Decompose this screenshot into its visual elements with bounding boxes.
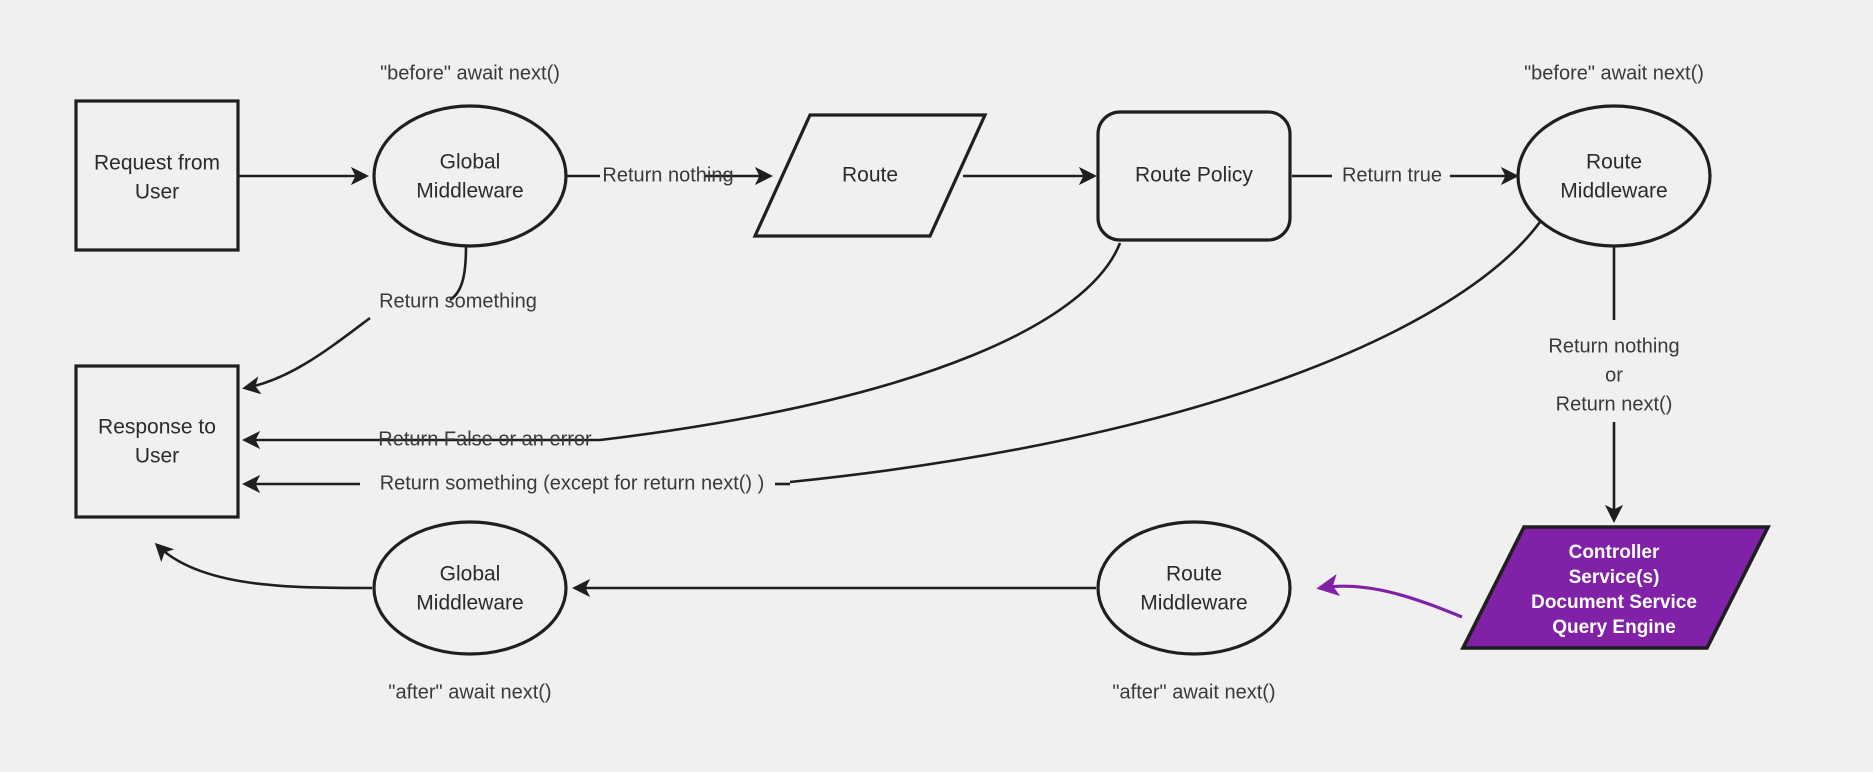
response-to-user-label-line2: User bbox=[135, 445, 179, 468]
route-middleware-top-label-line2: Middleware bbox=[1560, 180, 1667, 203]
node-route[interactable]: Route bbox=[752, 113, 988, 238]
controller-services-label-line2: Service(s) bbox=[1569, 567, 1660, 588]
edge-label-return-nothing-or-next-line2: or bbox=[1605, 364, 1623, 386]
annotation-before-await-next-right: "before" await next() bbox=[1524, 62, 1704, 84]
edge-label-return-something-except: Return something (except for return next… bbox=[380, 472, 765, 494]
route-policy-label: Route Policy bbox=[1135, 164, 1253, 187]
node-route-policy[interactable]: Route Policy bbox=[1096, 110, 1292, 242]
global-middleware-bottom-shape bbox=[372, 520, 568, 656]
edge-route-policy-return-false-curve bbox=[599, 242, 1122, 442]
edge-controller-to-route-middleware-bottom bbox=[1316, 574, 1463, 619]
global-middleware-bottom-label-line1: Global bbox=[440, 563, 501, 586]
global-middleware-top-label-line2: Middleware bbox=[416, 180, 523, 203]
edge-global-middleware-return-something-lower bbox=[242, 316, 371, 395]
edge-label-return-nothing-or-next-line1: Return nothing bbox=[1548, 335, 1679, 357]
route-middleware-bottom-label-line2: Middleware bbox=[1140, 592, 1247, 615]
request-from-user-label-line2: User bbox=[135, 181, 179, 204]
route-policy-shape bbox=[1096, 110, 1292, 242]
edge-global-middleware-bottom-to-response bbox=[154, 542, 373, 590]
node-route-middleware-top[interactable]: Route Middleware bbox=[1516, 104, 1712, 248]
edge-label-return-nothing: Return nothing bbox=[602, 164, 733, 186]
annotation-before-await-next-left: "before" await next() bbox=[380, 62, 560, 84]
route-shape bbox=[752, 113, 988, 238]
response-to-user-label-line1: Response to bbox=[98, 416, 216, 439]
node-response-to-user[interactable]: Response to User bbox=[74, 364, 240, 519]
global-middleware-bottom-label-line2: Middleware bbox=[416, 592, 523, 615]
request-from-user-shape bbox=[74, 99, 240, 252]
node-route-middleware-bottom[interactable]: Route Middleware bbox=[1096, 520, 1292, 656]
controller-services-label-line3: Document Service bbox=[1531, 592, 1697, 613]
node-controller-services[interactable]: Controller Service(s) Document Service Q… bbox=[1460, 525, 1771, 650]
edge-label-return-false-or-error: Return False or an error bbox=[378, 428, 592, 450]
controller-services-label-line1: Controller bbox=[1569, 542, 1660, 563]
edge-label-return-true: Return true bbox=[1342, 164, 1442, 186]
edge-label-return-nothing-or-next-line3: Return next() bbox=[1556, 393, 1673, 415]
annotation-after-await-next-left: "after" await next() bbox=[388, 681, 551, 703]
controller-services-shape bbox=[1460, 525, 1771, 650]
request-from-user-label-line1: Request from bbox=[94, 152, 220, 175]
edge-global-middleware-return-something-upper bbox=[449, 245, 468, 302]
global-middleware-top-label-line1: Global bbox=[440, 151, 501, 174]
annotation-after-await-next-right: "after" await next() bbox=[1112, 681, 1275, 703]
node-global-middleware-bottom[interactable]: Global Middleware bbox=[372, 520, 568, 656]
node-global-middleware-top[interactable]: Global Middleware bbox=[372, 104, 568, 248]
controller-services-label-line4: Query Engine bbox=[1552, 617, 1676, 638]
node-request-from-user[interactable]: Request from User bbox=[74, 99, 240, 252]
route-label: Route bbox=[842, 164, 898, 187]
response-to-user-shape bbox=[74, 364, 240, 519]
route-middleware-top-label-line1: Route bbox=[1586, 151, 1642, 174]
route-middleware-bottom-label-line1: Route bbox=[1166, 563, 1222, 586]
edge-route-middleware-return-something-curve bbox=[789, 221, 1542, 484]
global-middleware-top-shape bbox=[372, 104, 568, 248]
edge-label-return-something: Return something bbox=[379, 290, 537, 312]
route-middleware-top-shape bbox=[1516, 104, 1712, 248]
route-middleware-bottom-shape bbox=[1096, 520, 1292, 656]
